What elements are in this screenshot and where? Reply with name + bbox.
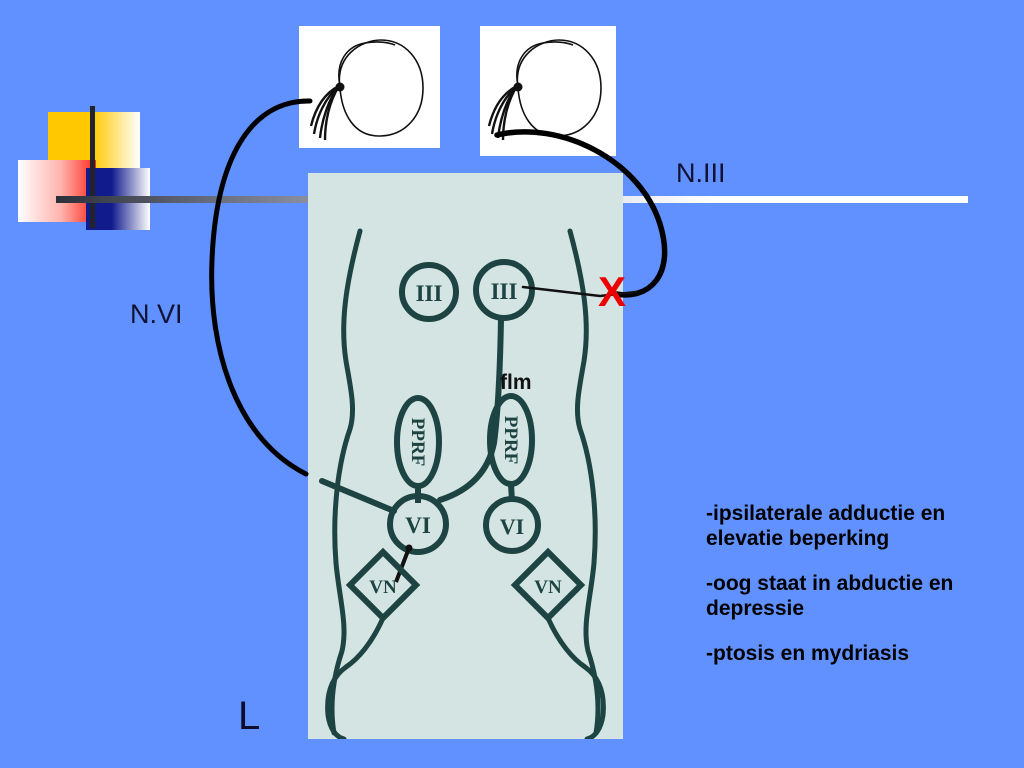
logo-red-block	[18, 160, 96, 222]
symptom-item: -ptosis en mydriasis	[706, 642, 910, 665]
nucleus-label-pprf-left: PPRF	[407, 418, 428, 467]
nerve-six-pathway	[209, 98, 313, 477]
nucleus-group: III III	[399, 259, 535, 322]
nucleus-label-pprf-right: PPRF	[500, 416, 521, 465]
nucleus-label-vi-right: VI	[500, 514, 524, 539]
abducens-group: VI VI	[387, 493, 541, 555]
decorative-logo	[18, 106, 168, 230]
eye-right-graphic	[487, 39, 602, 141]
label-nerve-six: N.VI	[130, 299, 183, 329]
symptom-item: -ipsilaterale adductie en elevatie beper…	[706, 502, 946, 550]
eye-drawing-left	[299, 26, 440, 148]
logo-vertical-line	[90, 106, 95, 228]
vestibular-group: VN VN	[345, 547, 586, 623]
symptom-list: -ipsilaterale adductie en elevatie beper…	[706, 501, 998, 686]
eye-left-graphic	[309, 39, 424, 141]
symptom-item: -oog staat in abductie en depressie	[706, 572, 954, 620]
nucleus-label-vn-right: VN	[534, 577, 562, 598]
tract-label-flm: flm	[500, 371, 532, 394]
nucleus-label-vi-left: VI	[405, 513, 431, 538]
nucleus-label-iii-right: III	[491, 279, 518, 304]
nucleus-label-vn-left: VN	[369, 577, 397, 598]
pprf-group: PPRF PPRF	[394, 393, 535, 489]
brainstem-diagram: III III flm PPRF PPRF	[308, 173, 623, 739]
label-nerve-three: N.III	[676, 158, 726, 188]
brainstem-graphic: III III flm PPRF PPRF	[319, 228, 606, 739]
label-side-left: L	[238, 694, 261, 738]
lesion-marker-x: X	[598, 268, 627, 315]
nucleus-label-iii-left: III	[416, 281, 443, 306]
eye-drawing-right	[480, 26, 616, 156]
